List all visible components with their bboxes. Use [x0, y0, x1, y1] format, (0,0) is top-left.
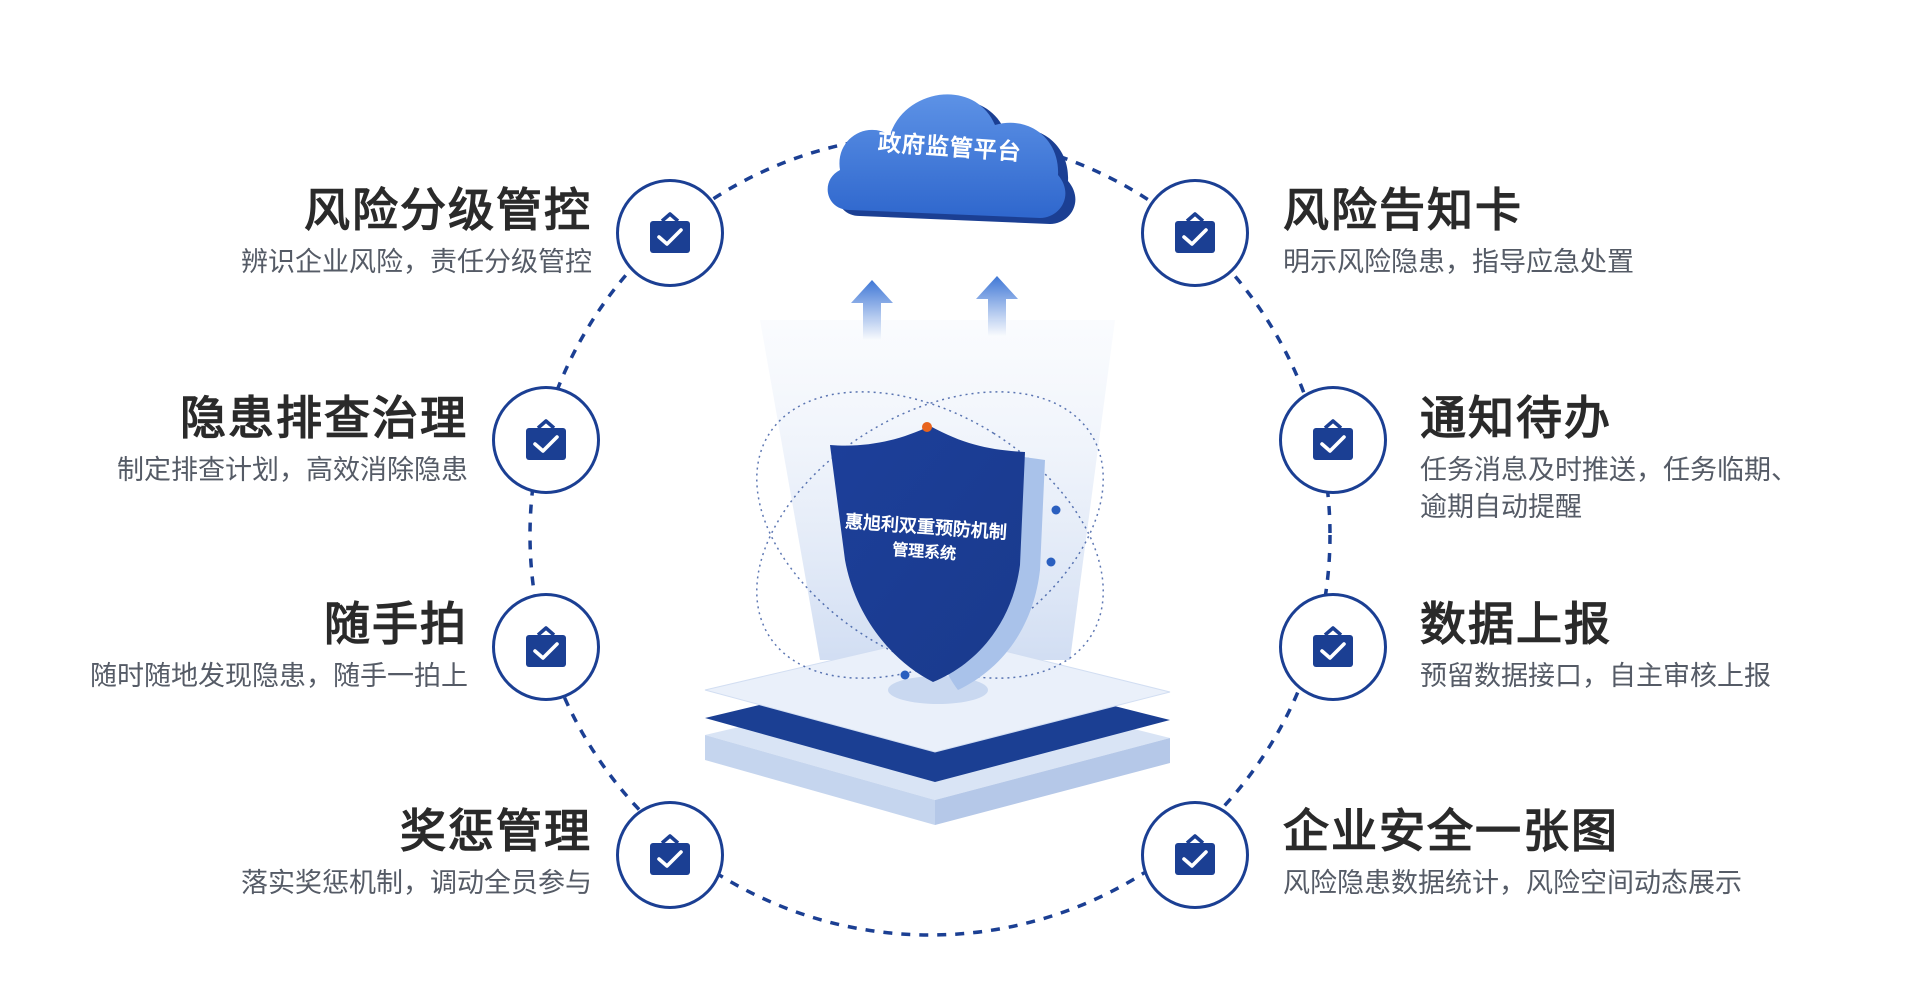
feature-title: 隐患排查治理: [180, 391, 468, 445]
briefcase-check-icon: [650, 834, 690, 875]
arrow-up-icon: [851, 276, 1018, 340]
feature-title: 风险告知卡: [1283, 183, 1523, 237]
badge-snapshot: [492, 593, 600, 701]
briefcase-check-icon: [526, 626, 566, 667]
feature-hazard-investigation: 隐患排查治理 制定排查计划，高效消除隐患: [0, 390, 468, 489]
badge-hazard-investigation: [492, 386, 600, 494]
feature-desc: 任务消息及时推送，任务临期、: [1420, 455, 1798, 486]
feature-title: 风险分级管控: [304, 183, 592, 237]
briefcase-check-icon: [650, 212, 690, 253]
feature-desc: 辨识企业风险，责任分级管控: [241, 247, 592, 278]
shield-icon: [830, 426, 1045, 690]
badge-reward-penalty: [616, 801, 724, 909]
briefcase-check-icon: [1175, 212, 1215, 253]
feature-desc-line2: 逾期自动提醒: [1420, 492, 1582, 523]
feature-risk-card: 风险告知卡 明示风险隐患，指导应急处置: [1283, 182, 1920, 281]
feature-desc: 制定排查计划，高效消除隐患: [117, 455, 468, 486]
feature-desc: 预留数据接口，自主审核上报: [1420, 661, 1771, 692]
briefcase-check-icon: [1313, 419, 1353, 460]
feature-title: 随手拍: [324, 597, 468, 651]
feature-desc: 风险隐患数据统计，风险空间动态展示: [1283, 868, 1742, 899]
feature-title: 数据上报: [1420, 597, 1612, 651]
feature-notice-todo: 通知待办 任务消息及时推送，任务临期、 逾期自动提醒: [1420, 390, 1900, 526]
badge-safety-map: [1141, 801, 1249, 909]
feature-risk-grading: 风险分级管控 辨识企业风险，责任分级管控: [0, 182, 592, 281]
base-platform: [704, 634, 1171, 825]
feature-title: 通知待办: [1420, 391, 1612, 445]
badge-risk-card: [1141, 179, 1249, 287]
feature-desc: 落实奖惩机制，调动全员参与: [241, 868, 592, 899]
feature-desc: 随时随地发现隐患，随手一拍上: [90, 661, 468, 692]
badge-risk-grading: [616, 179, 724, 287]
feature-title: 奖惩管理: [400, 804, 592, 858]
feature-safety-map: 企业安全一张图 风险隐患数据统计，风险空间动态展示: [1283, 803, 1903, 902]
briefcase-check-icon: [1313, 626, 1353, 667]
briefcase-check-icon: [1175, 834, 1215, 875]
cloud-icon: [827, 94, 1076, 224]
feature-reward-penalty: 奖惩管理 落实奖惩机制，调动全员参与: [0, 803, 592, 902]
briefcase-check-icon: [526, 419, 566, 460]
badge-data-report: [1279, 593, 1387, 701]
feature-desc: 明示风险隐患，指导应急处置: [1283, 247, 1634, 278]
outer-dashed-ring: [528, 133, 1332, 937]
feature-snapshot: 随手拍 随时随地发现隐患，随手一拍上: [0, 596, 468, 695]
feature-title: 企业安全一张图: [1283, 804, 1619, 858]
feature-data-report: 数据上报 预留数据接口，自主审核上报: [1420, 596, 1900, 695]
badge-notice-todo: [1279, 386, 1387, 494]
